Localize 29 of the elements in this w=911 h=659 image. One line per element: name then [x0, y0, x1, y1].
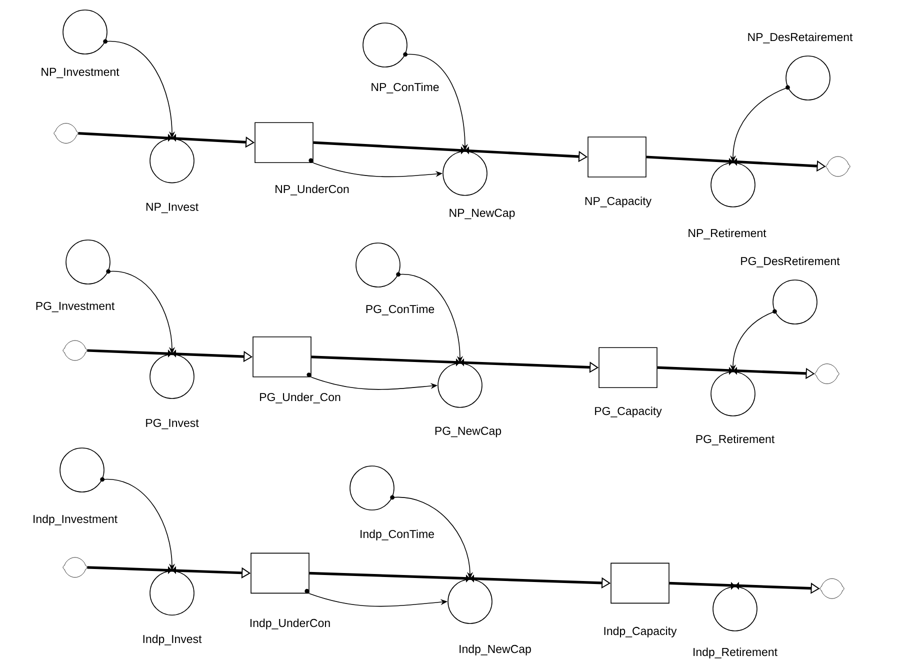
variable-label: PG_Investment — [36, 302, 115, 312]
variable-label: PG_Under_Con — [260, 392, 340, 404]
variable-label: NP_NewCap — [450, 208, 515, 220]
variable-label: NP_DesRetairement — [748, 32, 853, 44]
variable-label: Indp_Invest — [143, 634, 202, 646]
variable-label: PG_ConTime — [366, 304, 434, 316]
variable-label: NP_Invest — [146, 202, 198, 214]
cloud-symbol — [62, 557, 88, 578]
cloud-symbol — [54, 123, 78, 144]
variable-label: Indp_Capacity — [604, 626, 677, 638]
variable-label: NP_Retirement — [688, 228, 766, 240]
cloud-symbol — [826, 156, 850, 177]
variable-label: NP_Capacity — [585, 196, 652, 208]
cloud-symbol — [62, 340, 88, 361]
variable-label: NP_ConTime — [372, 82, 439, 94]
variable-label: PG_Invest — [146, 418, 199, 430]
variable-label: Indp_NewCap — [460, 644, 531, 656]
variable-label: Indp_Investment — [34, 514, 118, 526]
variable-label: PG_Retirement — [696, 434, 775, 446]
variable-label: NP_UnderCon — [276, 184, 349, 196]
variable-label: Indp_ConTime — [360, 530, 434, 540]
variable-label: NP_Investment — [42, 68, 120, 78]
variable-label: Indp_Retirement — [694, 648, 778, 658]
variable-label: PG_DesRetirement — [741, 256, 840, 268]
cloud-symbol — [814, 364, 840, 384]
variable-label: PG_Capacity — [595, 406, 662, 418]
variable-label: PG_NewCap — [435, 426, 502, 438]
variable-label: Indp_UnderCon — [250, 618, 330, 630]
cloud-symbol — [820, 578, 844, 599]
